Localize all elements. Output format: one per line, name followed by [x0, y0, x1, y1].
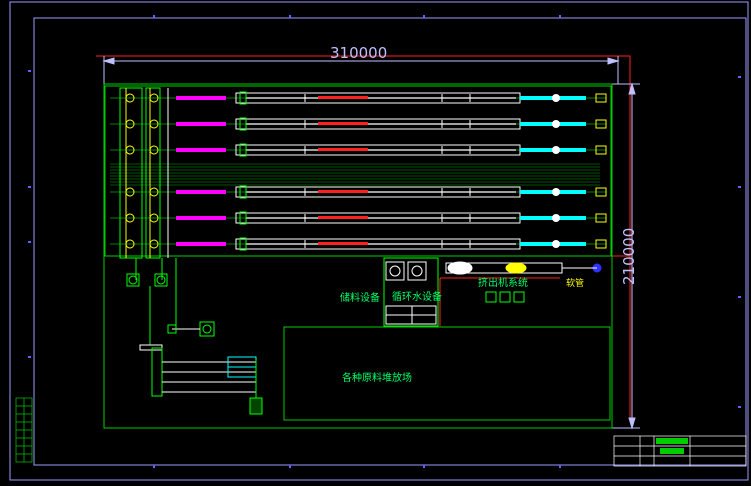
cutter-unit — [552, 214, 560, 222]
winder-unit — [595, 213, 607, 223]
die-head — [239, 117, 247, 131]
dimension-width — [102, 56, 620, 84]
lower-left-unit — [139, 321, 263, 415]
cutter-unit — [552, 240, 560, 248]
extruder-section — [176, 148, 226, 152]
heater-mark — [318, 190, 368, 193]
dimension-height — [612, 82, 640, 430]
plant-boundary — [103, 83, 613, 429]
building-outline — [96, 55, 631, 420]
extruder-section — [176, 190, 226, 194]
central-equipment — [383, 257, 439, 327]
heater-mark — [318, 216, 368, 219]
winder-unit — [595, 239, 607, 249]
drawing-frame — [9, 1, 749, 481]
right-conveyor — [439, 261, 602, 326]
heater-mark — [318, 242, 368, 245]
title-block — [613, 435, 747, 467]
winder-unit — [595, 119, 607, 129]
die-head — [239, 143, 247, 157]
dimension-height-label: 210000 — [620, 228, 638, 285]
winder-unit — [595, 145, 607, 155]
label-extra: 软管 — [566, 277, 584, 289]
die-head — [239, 237, 247, 251]
cutter-unit — [552, 120, 560, 128]
label-water-area: 循环水设备 — [392, 290, 442, 303]
extruder-section — [176, 96, 226, 100]
label-line-system: 挤出机系统 — [478, 276, 528, 289]
production-lines — [110, 91, 607, 251]
revision-block — [15, 397, 33, 463]
heater-mark — [318, 148, 368, 151]
heater-mark — [318, 96, 368, 99]
cutter-unit — [552, 94, 560, 102]
extruder-section — [176, 216, 226, 220]
dimension-width-label: 310000 — [330, 44, 387, 62]
die-head — [239, 211, 247, 225]
cutter-unit — [552, 146, 560, 154]
extruder-section — [176, 242, 226, 246]
heater-mark — [318, 122, 368, 125]
die-head — [239, 91, 247, 105]
extruder-section — [176, 122, 226, 126]
winder-unit — [595, 93, 607, 103]
cutter-unit — [552, 188, 560, 196]
die-head — [239, 185, 247, 199]
label-storage-area: 储料设备 — [340, 291, 380, 304]
winder-unit — [595, 187, 607, 197]
label-material-area: 各种原料堆放场 — [342, 371, 412, 384]
feeder-columns — [119, 87, 177, 345]
frame-grid-ticks — [28, 15, 741, 468]
